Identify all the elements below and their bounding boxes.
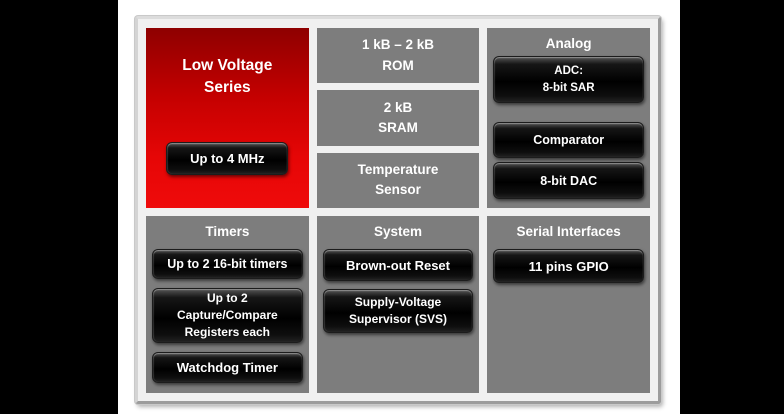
adc-button[interactable]: ADC: 8-bit SAR [493, 56, 644, 103]
slide-background: Low Voltage Series Up to 4 MHz 1 kB – 2 … [118, 0, 680, 414]
serial-interfaces-panel: Serial Interfaces 11 pins GPIO [487, 216, 650, 393]
temperature-sensor-block: Temperature Sensor [316, 152, 480, 208]
16-bit-timers-button[interactable]: Up to 2 16-bit timers [152, 249, 303, 279]
block-diagram-frame: Low Voltage Series Up to 4 MHz 1 kB – 2 … [135, 16, 661, 404]
series-title: Low Voltage Series [182, 57, 273, 97]
gpio-button[interactable]: 11 pins GPIO [493, 249, 644, 283]
sram-block: 2 kB SRAM [316, 90, 480, 146]
system-panel: System Brown-out Reset Supply-Voltage Su… [316, 216, 480, 393]
memory-column: 1 kB – 2 kB ROM 2 kB SRAM Temperature Se… [316, 28, 480, 208]
comparator-button[interactable]: Comparator [493, 122, 644, 158]
dac-button[interactable]: 8-bit DAC [493, 162, 644, 199]
watchdog-timer-button[interactable]: Watchdog Timer [152, 352, 303, 383]
timers-heading: Timers [205, 224, 250, 239]
analog-panel: Analog ADC: 8-bit SAR Comparator 8-bit D… [487, 28, 650, 208]
svs-button[interactable]: Supply-Voltage Supervisor (SVS) [322, 289, 474, 333]
system-heading: System [373, 224, 422, 239]
timers-panel: Timers Up to 2 16-bit timers Up to 2 Cap… [146, 216, 309, 393]
low-voltage-series-panel: Low Voltage Series Up to 4 MHz [146, 28, 309, 208]
brown-out-reset-button[interactable]: Brown-out Reset [322, 249, 474, 281]
capture-compare-button[interactable]: Up to 2 Capture/Compare Registers each [152, 288, 303, 343]
up-to-4mhz-button[interactable]: Up to 4 MHz [166, 141, 289, 175]
serial-interfaces-heading: Serial Interfaces [516, 224, 621, 239]
rom-block: 1 kB – 2 kB ROM [316, 28, 480, 84]
analog-heading: Analog [545, 36, 592, 51]
